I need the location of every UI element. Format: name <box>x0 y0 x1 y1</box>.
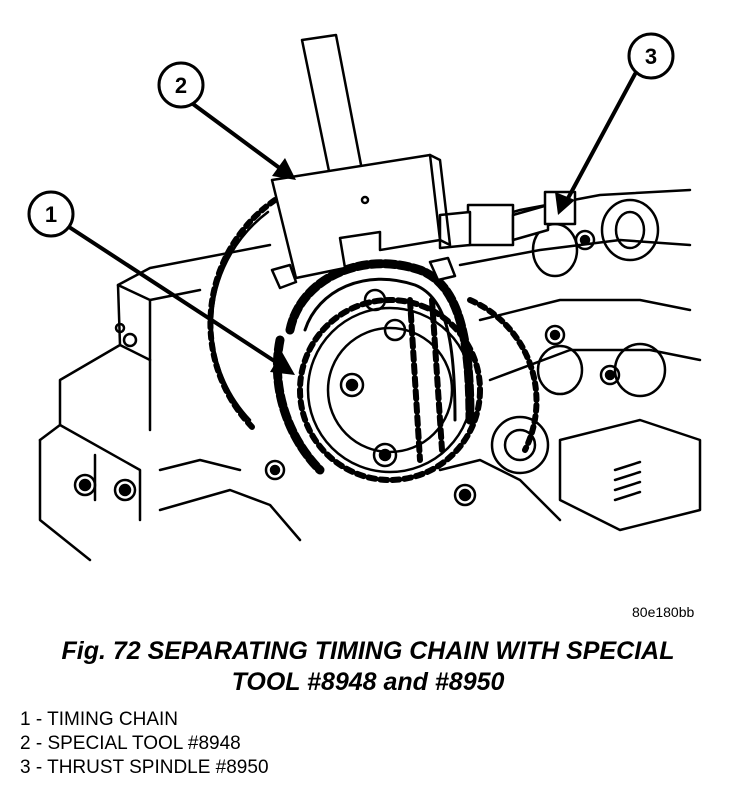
callout-2-label: 2 <box>175 73 187 98</box>
legend-item: 1 - TIMING CHAIN <box>20 709 178 730</box>
figure-code: 80e180bb <box>632 604 695 620</box>
main-sprocket <box>297 288 483 483</box>
callout-2 <box>157 61 205 109</box>
right-gear <box>467 297 550 475</box>
callout-1-label: 1 <box>45 202 57 227</box>
thrust-spindle <box>438 190 577 250</box>
caption-line-2: TOOL #8948 and #8950 <box>231 668 505 696</box>
camshaft-sprocket-left <box>207 197 278 433</box>
arrow-3-head <box>555 192 575 215</box>
leader-lines <box>64 72 637 368</box>
caption-line-1: Fig. 72 SEPARATING TIMING CHAIN WITH SPE… <box>61 637 675 665</box>
callout-3-label: 3 <box>645 44 657 69</box>
callout-3 <box>627 32 675 80</box>
legend-item: 2 - SPECIAL TOOL #8948 <box>20 733 241 754</box>
arrow-1-head <box>270 352 295 375</box>
callout-1 <box>27 190 75 238</box>
figure-caption: Fig. 72 SEPARATING TIMING CHAIN WITH SPE… <box>0 636 736 698</box>
legend-item: 3 - THRUST SPINDLE #8950 <box>20 757 269 778</box>
timing-chain <box>272 259 475 475</box>
arrow-2-head <box>272 158 296 180</box>
legend: 1 - TIMING CHAIN 2 - SPECIAL TOOL #8948 … <box>20 708 269 780</box>
special-tool-8948 <box>270 33 457 290</box>
engine-illustration: 1 2 3 <box>27 32 702 562</box>
